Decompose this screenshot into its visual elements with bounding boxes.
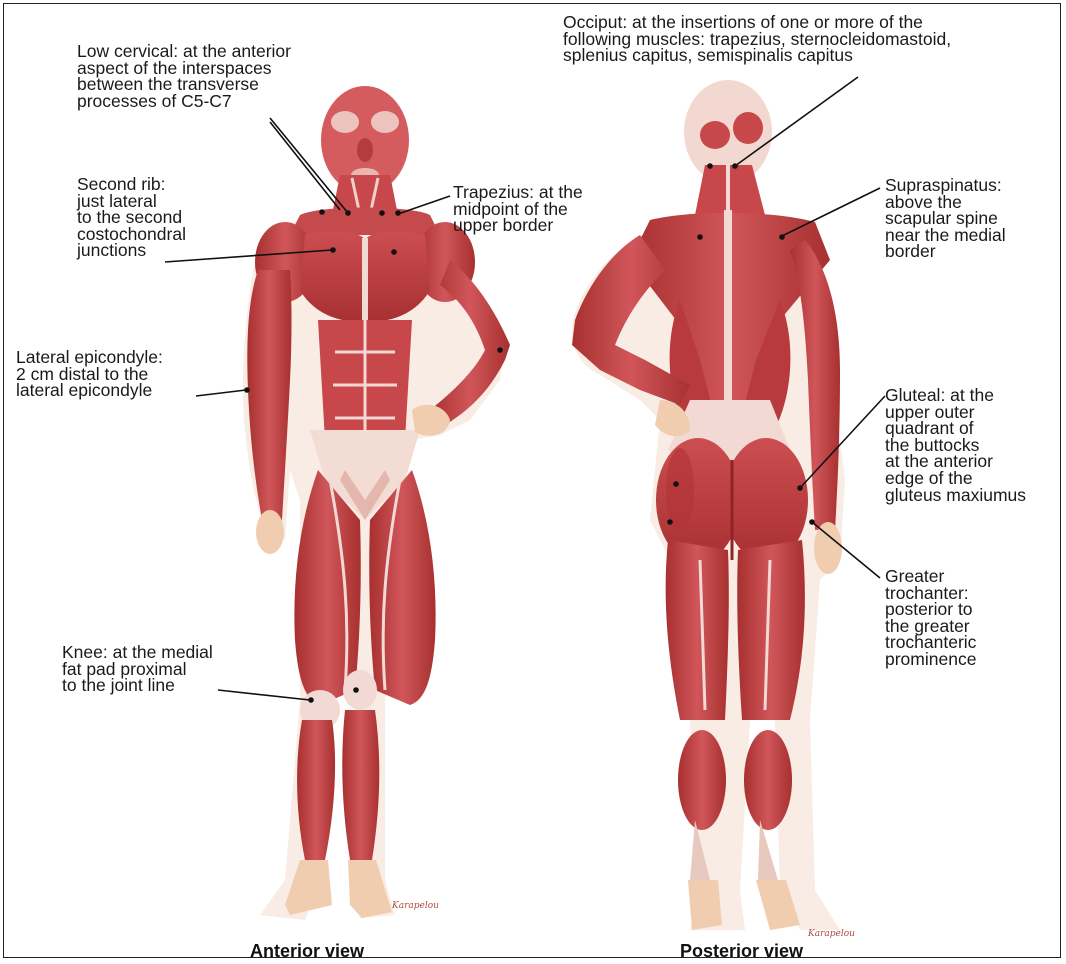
caption-posterior-view: Posterior view [680,941,803,962]
point-occiput-right [732,163,738,169]
point-second-rib-left [391,249,397,255]
point-lateral-epicondyle-right [244,387,250,393]
label-occiput: Occiput: at the insertions of one or mor… [563,14,951,64]
point-gluteal-left [673,481,679,487]
point-lateral-epicondyle-left [497,347,503,353]
point-low-cervical-right [345,210,351,216]
point-knee-right [308,697,314,703]
leader-knee [218,690,310,700]
point-greater-trochanter-right [809,519,815,525]
point-gluteal-right [797,485,803,491]
label-gluteal: Gluteal: at the upper outer quadrant of … [885,387,1026,503]
point-low-cervical-left [379,210,385,216]
caption-anterior-view: Anterior view [250,941,364,962]
leader-lateral-epicondyle [196,390,246,396]
point-trapezius-left [395,210,401,216]
artist-signature-anterior: Karapelou [391,901,439,911]
posterior-figure [572,80,845,930]
label-low-cervical: Low cervical: at the anterior aspect of … [77,43,291,109]
label-supraspinatus: Supraspinatus: above the scapular spine … [885,177,1006,260]
leader-supraspinatus [782,188,880,236]
leader-trapezius [398,196,450,214]
point-supraspinatus-right [779,234,785,240]
point-trapezius-right [319,209,325,215]
point-greater-trochanter-left [667,519,673,525]
point-occiput-left [707,163,713,169]
artist-signature-posterior: Karapelou [807,929,855,939]
label-trapezius: Trapezius: at the midpoint of the upper … [453,184,583,234]
label-greater-trochanter: Greater trochanter: posterior to the gre… [885,568,976,668]
point-supraspinatus-left [697,234,703,240]
label-lateral-epicondyle: Lateral epicondyle: 2 cm distal to the l… [16,349,163,399]
label-knee: Knee: at the medial fat pad proximal to … [62,644,213,694]
point-second-rib-right [330,247,336,253]
label-second-rib: Second rib: just lateral to the second c… [77,176,186,259]
point-knee-left [353,687,359,693]
